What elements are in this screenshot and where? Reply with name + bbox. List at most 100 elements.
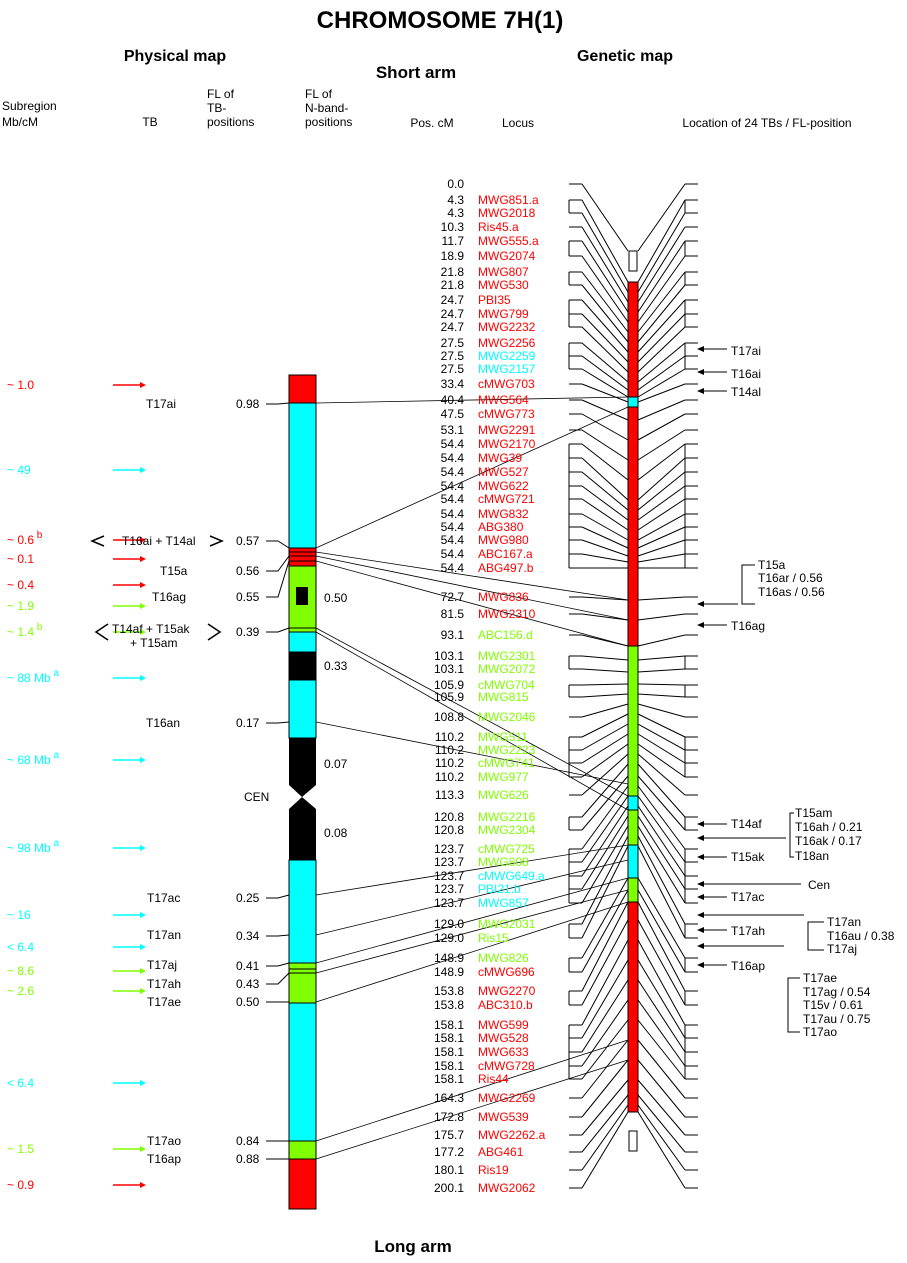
right-connector (637, 939, 686, 1026)
locus-connector (581, 498, 629, 531)
fl-tb-label: 0.39 (236, 625, 260, 639)
loc-label-t17ae: T17ae (803, 971, 837, 985)
locus-name: MWG626 (478, 788, 529, 802)
right-connector (637, 919, 686, 1006)
right-connector (637, 683, 686, 686)
locus-connector (581, 240, 629, 313)
right-connector (637, 299, 686, 353)
locus-connector (581, 539, 629, 557)
nband-label: 0.08 (324, 826, 348, 840)
right-connector (637, 526, 686, 549)
locus-name: MWG2223 (478, 743, 536, 757)
phys-gen-connector (315, 859, 629, 936)
subregion-arrow-head (140, 1080, 146, 1086)
subregion-label: < 6.4 (7, 940, 34, 954)
phys-seg-green-2 (288, 627, 317, 633)
loc-label-t17ac: T17ac (731, 890, 764, 904)
locus-position: 0.0 (447, 177, 464, 191)
locus-position: 47.5 (441, 407, 465, 421)
fl-tick-line (266, 934, 290, 937)
right-connector (637, 539, 686, 557)
locus-header: Locus (502, 116, 534, 130)
fl-tb-label: 0.56 (236, 564, 260, 578)
locus-connector (581, 226, 629, 303)
subregion-arrow-head (140, 968, 146, 974)
locus-connector (581, 901, 629, 992)
phys-seg-green-4 (288, 1140, 317, 1160)
right-connector (637, 443, 686, 481)
locus-position: 123.7 (434, 869, 464, 883)
locus-name: Ris15 (478, 931, 509, 945)
subregion-label: ~ 16 (7, 908, 31, 922)
locus-connector (581, 1111, 629, 1189)
locus-position: 103.1 (434, 649, 464, 663)
fl-nband-header-1: FL of (305, 87, 333, 101)
phys-seg-cyan-3 (288, 679, 317, 739)
fl-tick-line (266, 402, 290, 405)
locus-connector (581, 313, 629, 363)
location-arrow-head (697, 821, 704, 827)
locus-position: 158.1 (434, 1059, 464, 1073)
right-connector (637, 901, 686, 992)
locus-position: 24.7 (441, 320, 465, 334)
right-connector (637, 342, 686, 383)
right-connector (637, 1111, 686, 1189)
locus-name: MWG980 (478, 533, 529, 547)
locus-name: Ris19 (478, 1163, 509, 1177)
locus-position: 177.2 (434, 1145, 464, 1159)
locus-position: 113.3 (435, 788, 464, 802)
subregion-label: ~ 49 (7, 463, 31, 477)
locus-position: 54.4 (441, 479, 465, 493)
locus-connector (581, 825, 629, 904)
locus-position: 158.1 (434, 1045, 464, 1059)
locus-name: MWG2262.a (478, 1128, 546, 1142)
fl-nband-header-3: positions (305, 115, 352, 129)
locus-position: 123.7 (434, 882, 464, 896)
locus-name: MWG564 (478, 393, 529, 407)
locus-position: 27.5 (441, 362, 465, 376)
right-connector (637, 785, 686, 850)
fl-tb-label: 0.98 (236, 397, 260, 411)
locus-connector (581, 805, 629, 877)
nband-label: 0.07 (324, 757, 348, 771)
locus-connector (581, 284, 629, 343)
locus-connector (581, 919, 629, 1006)
locus-connector (581, 485, 629, 521)
phys-nband-050 (296, 587, 308, 605)
locus-connector (581, 723, 629, 751)
right-connector (637, 763, 686, 818)
subregion-arrow-head (140, 988, 146, 994)
locus-name: MWG555.a (478, 234, 539, 248)
fl-nband-header-2: N-band- (305, 101, 348, 115)
fl-tick-line (266, 560, 290, 598)
right-connector (637, 1019, 686, 1080)
gen-telomere-top (628, 250, 638, 272)
locus-name: ABC156.d (478, 628, 533, 642)
locus-position: 4.3 (447, 193, 464, 207)
locus-connector (581, 255, 629, 323)
locus-position: 93.1 (441, 628, 465, 642)
phys-gen-connector (315, 560, 629, 647)
right-connector (637, 240, 686, 313)
locus-name: MWG2031 (478, 917, 536, 931)
locus-name: cMWG773 (478, 407, 535, 421)
subregion-arrow-head (140, 603, 146, 609)
subregion-label: ~ 0.6 b (7, 530, 43, 547)
subregion-arrow-head (140, 1146, 146, 1152)
subregion-label: ~ 1.9 (7, 599, 34, 613)
pos-cm-header: Pos. cM (410, 116, 453, 130)
locus-connector (581, 889, 629, 973)
location-arrow-head (697, 346, 704, 352)
fl-tick-line (266, 555, 290, 572)
loc-label-t17ao: T17ao (803, 1025, 837, 1039)
locus-position: 54.4 (441, 547, 465, 561)
fl-tb-header-1: FL of (207, 87, 235, 101)
tb-label: T14af + T15ak (112, 622, 190, 636)
locus-name: MWG2072 (478, 662, 536, 676)
loc-label-t14al: T14al (731, 385, 761, 399)
locus-position: 10.3 (441, 220, 465, 234)
location-arrow-head (697, 962, 704, 968)
right-connector (637, 877, 686, 959)
right-connector (637, 413, 686, 441)
